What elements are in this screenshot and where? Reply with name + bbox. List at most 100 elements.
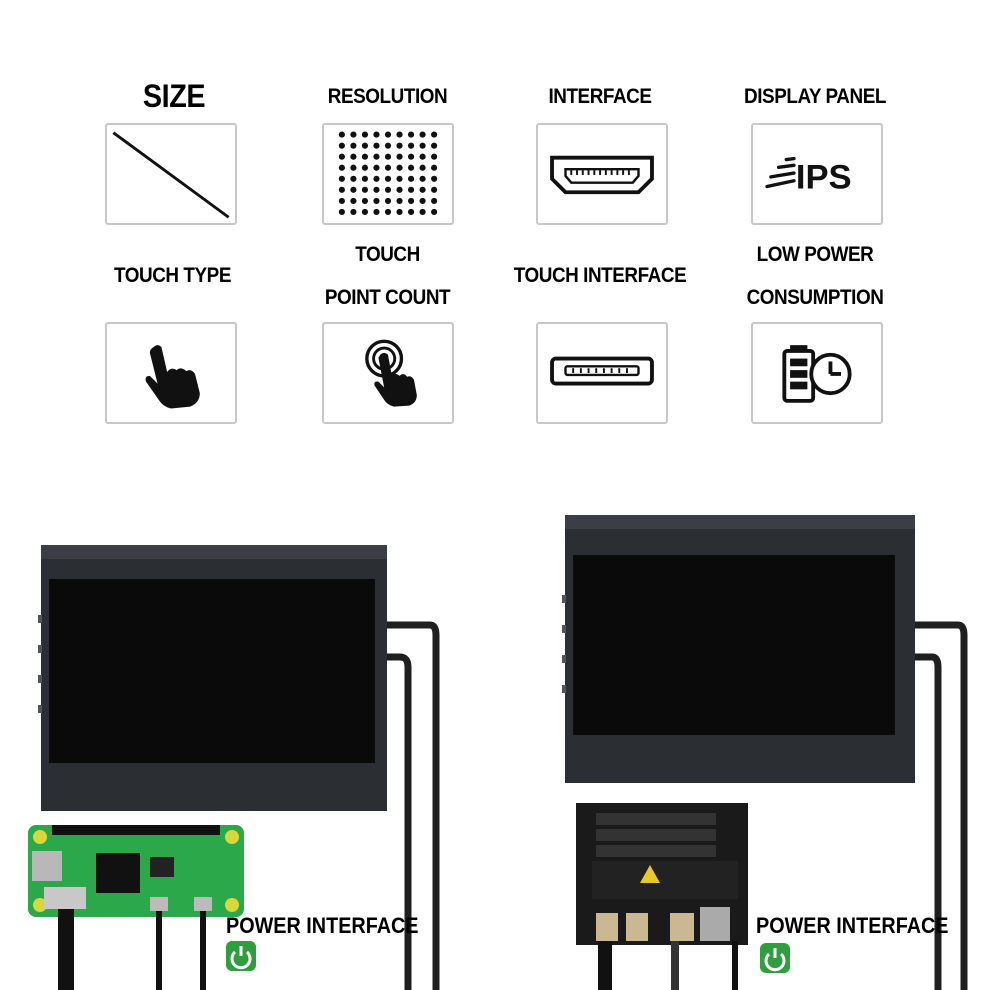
pixel-dot bbox=[361, 153, 369, 160]
pixel-dot bbox=[384, 208, 392, 216]
pixel-dot bbox=[373, 186, 380, 193]
ips-icon: IPS bbox=[765, 156, 852, 196]
pixel-dot bbox=[361, 131, 369, 138]
pixel-dot bbox=[338, 131, 345, 138]
pixel-dot bbox=[396, 131, 403, 138]
pixel-dot bbox=[407, 164, 415, 171]
pixel-dot bbox=[384, 142, 392, 149]
pixel-dot bbox=[338, 175, 345, 182]
pixel-dot bbox=[361, 142, 369, 149]
pixel-dot bbox=[419, 186, 426, 193]
right-cables bbox=[910, 621, 968, 990]
pixel-dot bbox=[407, 186, 415, 193]
pixel-dot bbox=[361, 186, 369, 193]
pixel-dot bbox=[361, 208, 369, 216]
feature-label-low-power-line1: LOW POWER bbox=[756, 243, 874, 266]
pixel-dot bbox=[407, 197, 415, 204]
pixel-dot bbox=[407, 131, 415, 138]
pixel-dot bbox=[384, 131, 392, 138]
pixel-dot bbox=[419, 197, 426, 204]
pixel-dot bbox=[407, 153, 415, 160]
pixel-dot bbox=[419, 164, 426, 171]
feature-label-display-panel: DISPLAY PANEL bbox=[744, 85, 886, 108]
feature-display-panel-box: IPS bbox=[751, 123, 883, 225]
feature-low-power-box bbox=[751, 322, 883, 424]
pixel-dot bbox=[431, 164, 438, 171]
feature-label-touch-point-count-line2: POINT COUNT bbox=[324, 286, 451, 309]
pixel-dot bbox=[384, 164, 392, 171]
feature-label-touch-interface: TOUCH INTERFACE bbox=[513, 264, 687, 287]
pixel-dot bbox=[407, 142, 415, 149]
pixel-dot bbox=[338, 186, 345, 193]
feature-touch-point-box bbox=[322, 322, 454, 424]
pixel-dot bbox=[396, 175, 403, 182]
right-power-icon bbox=[760, 943, 790, 973]
feature-label-touch-type: TOUCH TYPE bbox=[114, 264, 231, 287]
usb-port-icon bbox=[550, 356, 654, 386]
pixel-dot bbox=[431, 153, 438, 160]
hdmi-port-icon bbox=[550, 155, 654, 195]
pixel-dot bbox=[419, 142, 426, 149]
pixel-dot bbox=[431, 186, 438, 193]
pixel-dot bbox=[338, 142, 345, 149]
pixel-dot bbox=[419, 175, 426, 182]
pixel-dot bbox=[419, 153, 426, 160]
pixel-dot bbox=[350, 197, 357, 204]
pixel-dot bbox=[338, 153, 345, 160]
right-board-cables bbox=[598, 941, 738, 990]
pixel-dot bbox=[431, 197, 438, 204]
pixel-dot bbox=[419, 131, 426, 138]
feature-label-size: SIZE bbox=[142, 78, 206, 114]
setup-left: POWER INTERFACE bbox=[0, 495, 460, 990]
pixel-dot bbox=[384, 186, 392, 193]
pixel-dot bbox=[338, 197, 345, 204]
pixel-dot bbox=[373, 153, 380, 160]
feature-interface-box bbox=[536, 123, 668, 225]
feature-touch-interface-box bbox=[536, 322, 668, 424]
multi-touch-icon bbox=[365, 339, 417, 407]
feature-touch-type-box bbox=[105, 322, 237, 424]
feature-label-resolution: RESOLUTION bbox=[327, 85, 448, 108]
pixel-dot bbox=[384, 175, 392, 182]
pixel-dot bbox=[431, 142, 438, 149]
feature-label-low-power-line2: CONSUMPTION bbox=[746, 286, 884, 309]
right-power-interface-label: POWER INTERFACE bbox=[756, 913, 949, 938]
diagonal-size-icon bbox=[112, 131, 230, 219]
pixel-dot bbox=[396, 142, 403, 149]
pixel-dot bbox=[396, 186, 403, 193]
setup-right: POWER INTERFACE bbox=[530, 495, 990, 990]
left-board-cables bbox=[58, 909, 206, 990]
pixel-dot bbox=[350, 142, 357, 149]
raspberry-pi-zero-board bbox=[28, 825, 244, 917]
pixel-dot bbox=[396, 197, 403, 204]
pixel-dot bbox=[350, 175, 357, 182]
right-monitor bbox=[562, 515, 915, 783]
jetson-nano-board bbox=[576, 803, 748, 945]
pixel-dot bbox=[384, 197, 392, 204]
setup-left-illustration bbox=[28, 545, 440, 990]
pixel-dot bbox=[350, 164, 357, 171]
left-cables bbox=[380, 621, 440, 990]
feature-size-box bbox=[105, 123, 237, 225]
pixel-dot bbox=[373, 208, 380, 216]
feature-resolution-box bbox=[322, 123, 454, 225]
pixel-dot bbox=[373, 197, 380, 204]
pixel-dot bbox=[407, 208, 415, 216]
pixel-dot bbox=[373, 131, 380, 138]
pixel-dot bbox=[361, 164, 369, 171]
pixel-dot bbox=[350, 208, 357, 216]
pixel-dot bbox=[384, 153, 392, 160]
pixel-dot bbox=[350, 131, 357, 138]
pixel-dot bbox=[361, 175, 369, 182]
pixel-dot bbox=[407, 175, 415, 182]
pixel-dot bbox=[373, 142, 380, 149]
pixel-dot bbox=[373, 175, 380, 182]
battery-clock-icon bbox=[782, 345, 852, 403]
feature-label-interface: INTERFACE bbox=[548, 85, 652, 108]
pixel-dot bbox=[431, 175, 438, 182]
pixel-dot bbox=[431, 131, 438, 138]
pixel-dot bbox=[373, 164, 380, 171]
pixel-dot bbox=[431, 208, 438, 216]
ips-icon-text: IPS bbox=[796, 158, 852, 196]
pixel-grid-icon bbox=[338, 131, 438, 216]
